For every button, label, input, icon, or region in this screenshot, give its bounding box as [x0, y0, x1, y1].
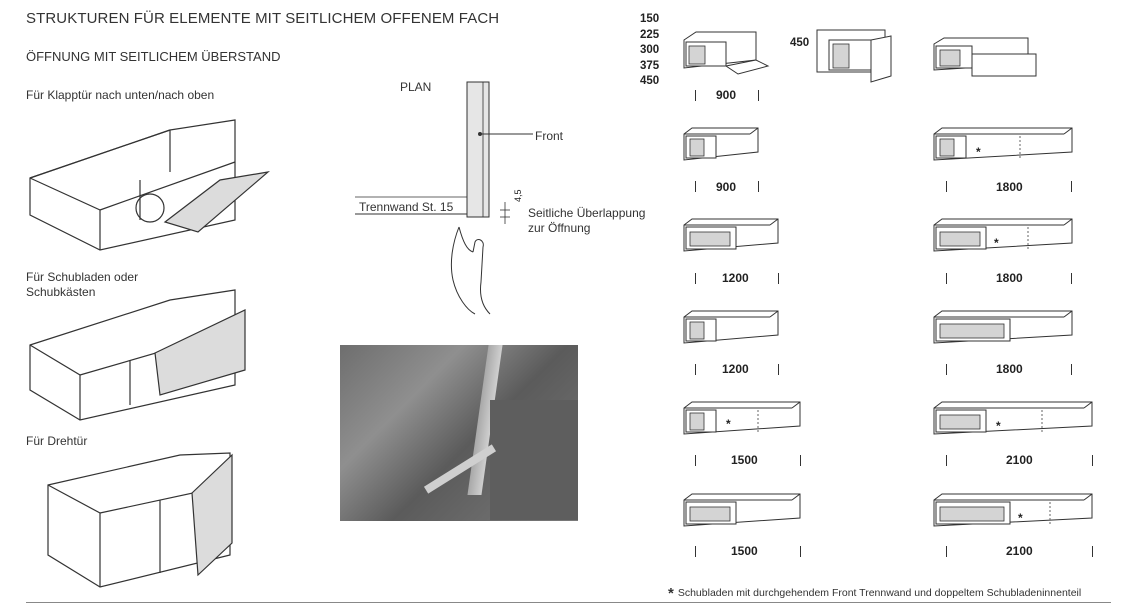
svg-text:*: *	[726, 417, 731, 431]
flap-door-illustration	[29, 119, 271, 251]
plan-overlap-label-line2: zur Öffnung	[528, 221, 591, 235]
hinged-door-caption: Für Drehtür	[26, 434, 88, 448]
module-width-label: 2100	[1006, 453, 1033, 467]
drawer-caption-line2: Schubkästen	[26, 285, 96, 299]
footnote: *Schubladen mit durchgehendem Front Tren…	[668, 583, 1082, 602]
module-2100-a: *	[933, 401, 1093, 435]
module-1800-c	[933, 310, 1073, 344]
module-1200-b	[683, 310, 779, 344]
plan-detail-drawing	[355, 81, 533, 315]
plan-partition-label: Trennwand St. 15	[359, 200, 454, 214]
plan-front-label: Front	[535, 129, 564, 143]
module-width-label: 1500	[731, 544, 758, 558]
svg-text:*: *	[996, 419, 1001, 433]
module-width-label: 1200	[722, 271, 749, 285]
height-options: 150 225 300 375 450	[640, 13, 660, 87]
footnote-text: Schubladen mit durchgehendem Front Trenn…	[677, 587, 1082, 599]
page-subtitle: ÖFFNUNG MIT SEITLICHEM ÜBERSTAND	[26, 49, 281, 64]
module-width-label: 900	[716, 88, 737, 102]
plan-overlap-label-line1: Seitliche Überlappung	[528, 206, 646, 220]
module-width-label: 1800	[996, 362, 1023, 376]
flap-door-caption: Für Klapptür nach unten/nach oben	[26, 88, 215, 102]
height-right-value: 450	[790, 37, 810, 49]
module-2100-b: *	[933, 493, 1093, 527]
module-1800-b: *	[933, 218, 1073, 252]
drawer-caption-line1: Für Schubladen oder	[26, 270, 139, 284]
module-1800-a: *	[933, 127, 1073, 161]
module-drawer-open	[933, 37, 1037, 77]
plan-overlap-value: 4,5	[513, 189, 523, 202]
plan-title: PLAN	[400, 80, 432, 94]
page-title: STRUKTUREN FÜR ELEMENTE MIT SEITLICHEM O…	[26, 10, 500, 27]
svg-text:*: *	[994, 236, 999, 250]
drawer-illustration	[29, 289, 246, 421]
module-1200-a	[683, 218, 779, 252]
module-flap-open	[683, 31, 770, 75]
module-hinged-open	[816, 29, 892, 83]
module-1500-a: *	[683, 401, 801, 435]
module-width-label: 900	[716, 180, 737, 194]
hinged-door-illustration	[47, 452, 233, 588]
svg-text:*: *	[976, 145, 981, 159]
module-width-label: 1800	[996, 271, 1023, 285]
detail-photo	[340, 345, 578, 521]
footnote-star: *	[668, 585, 674, 602]
bottom-divider	[26, 602, 1111, 603]
module-width-label: 1200	[722, 362, 749, 376]
module-width-label: 2100	[1006, 544, 1033, 558]
module-1500-b	[683, 493, 801, 527]
svg-text:*: *	[1018, 511, 1023, 525]
module-900-b	[683, 127, 759, 161]
module-width-label: 1500	[731, 453, 758, 467]
module-width-label: 1800	[996, 180, 1023, 194]
